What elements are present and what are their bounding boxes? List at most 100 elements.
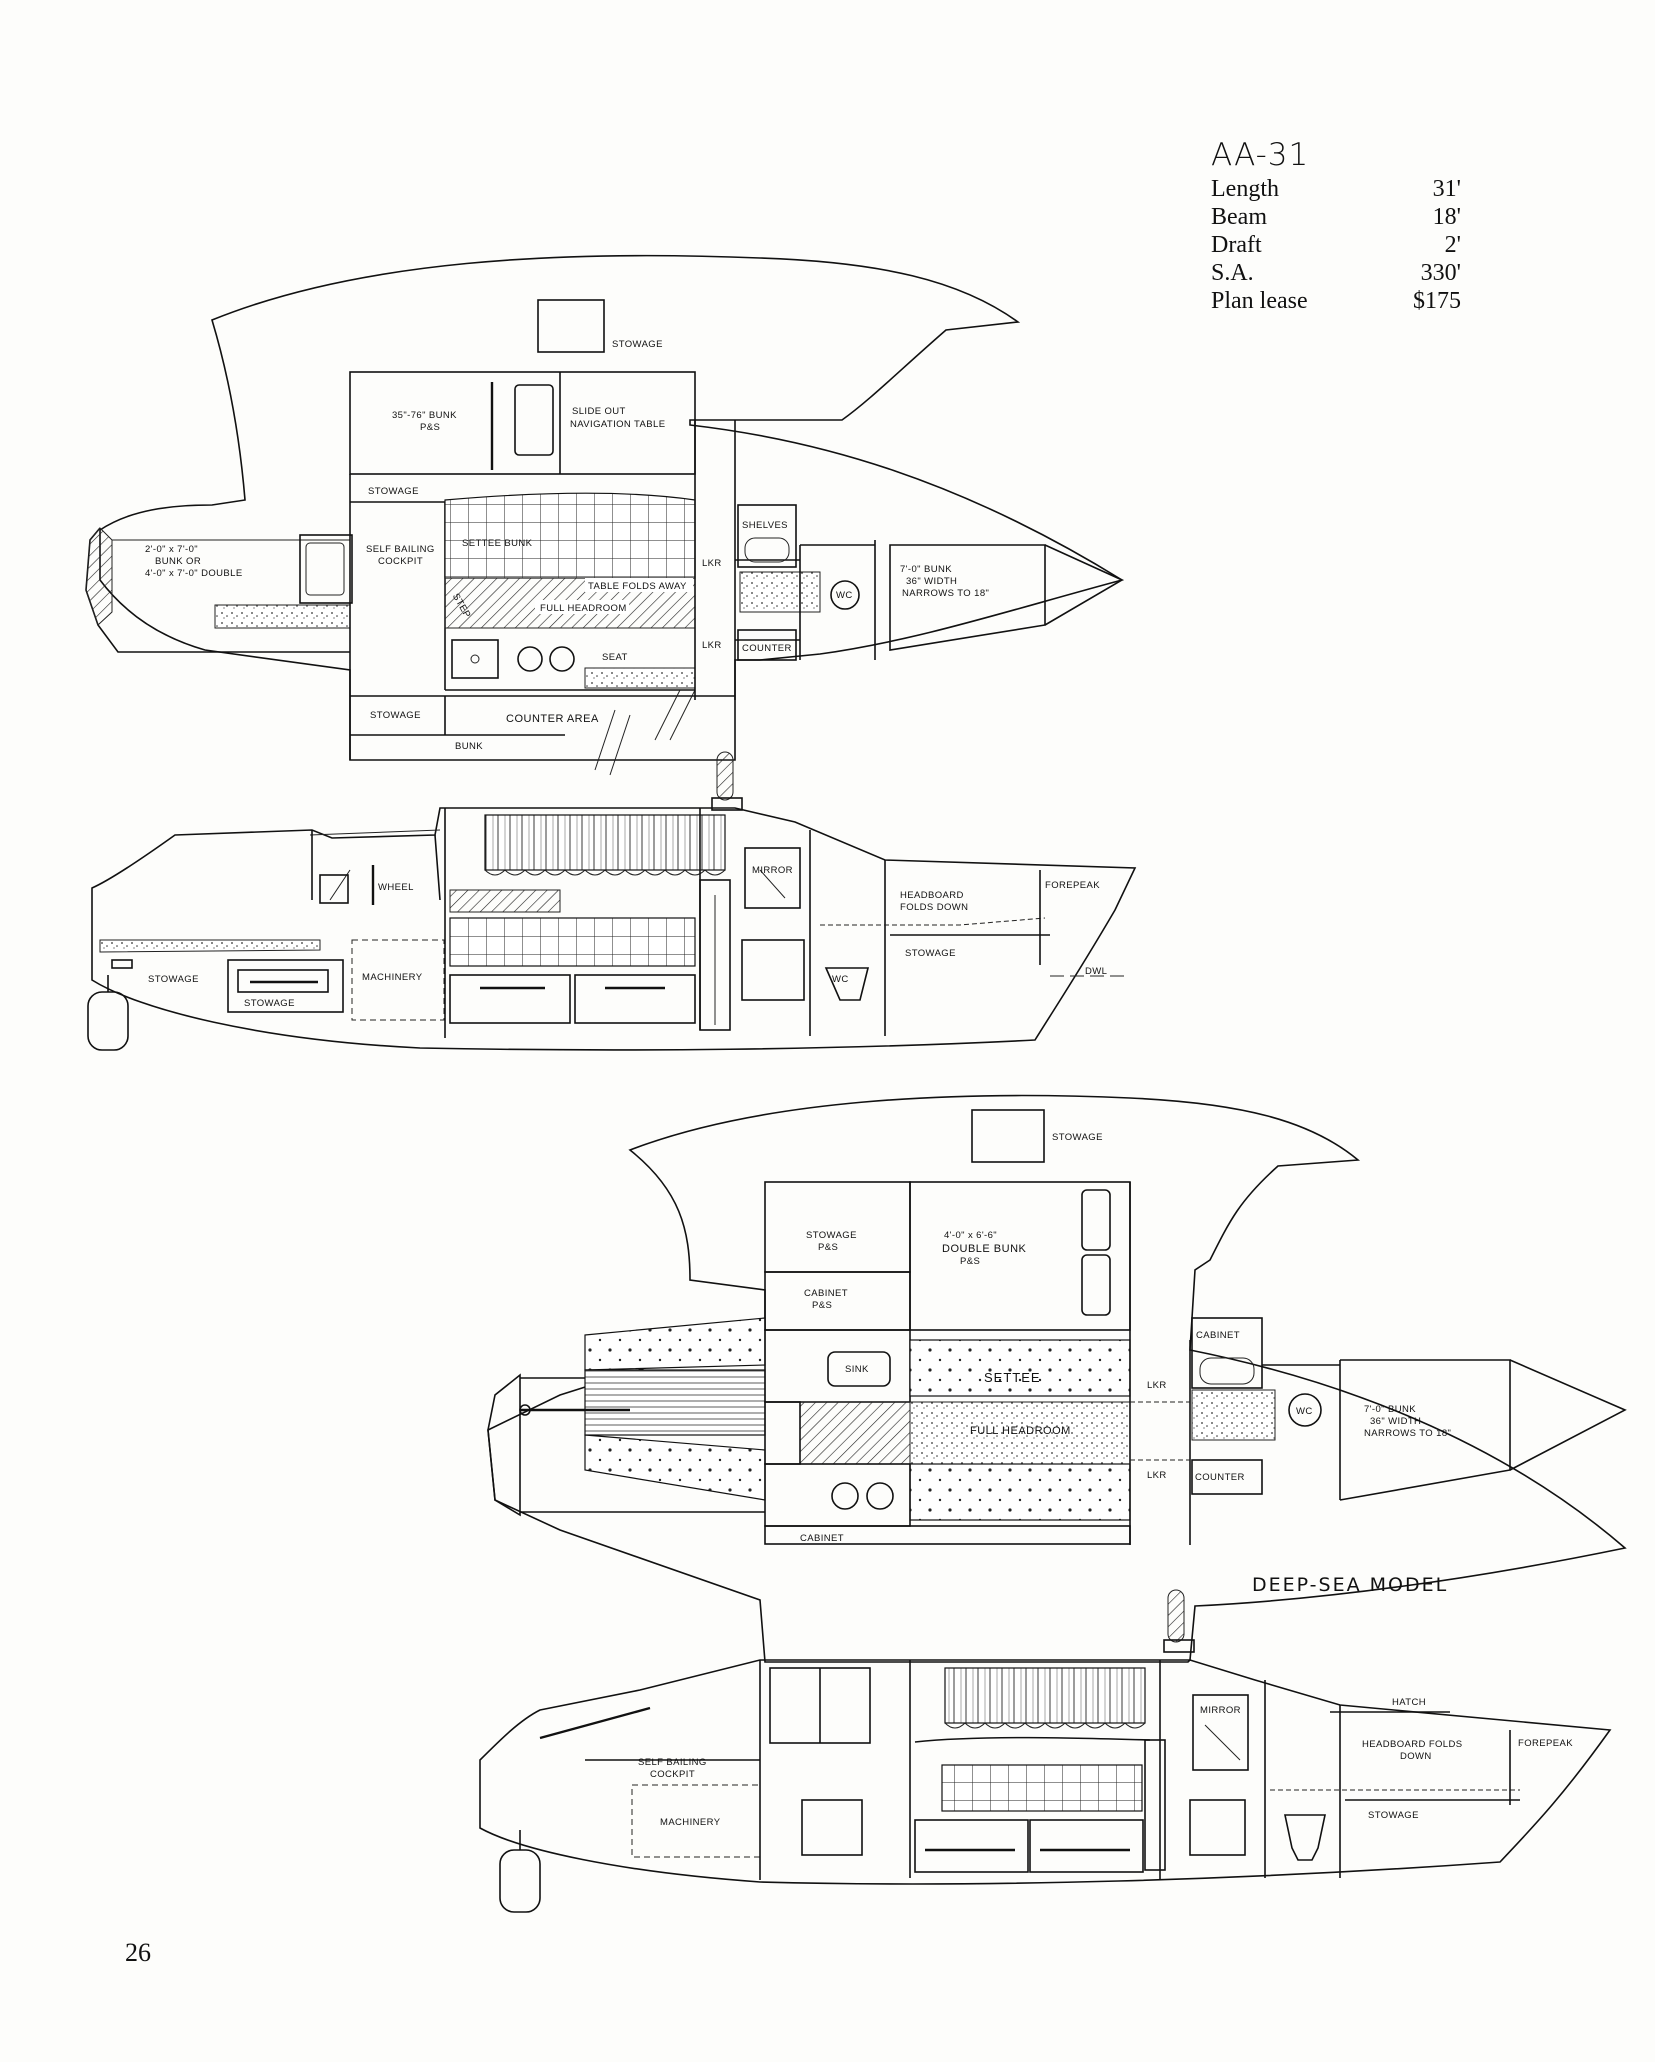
plan1-aft-bunk-label-2: BUNK OR — [155, 556, 201, 567]
plan-view-deep-sea: STOWAGE STOWAGE P&S CABINET P&S 4'-0" x … — [487, 1094, 1627, 1663]
profile1-forepeak-label: FOREPEAK — [1045, 880, 1100, 891]
plan1-wc-label: WC — [836, 590, 853, 601]
plan2-stowage-ps-label-1: STOWAGE — [806, 1230, 857, 1241]
plan1-stowage-hatch — [537, 299, 605, 353]
plan2-fwd-bunk-label-3: NARROWS TO 18" — [1364, 1428, 1451, 1439]
plan2-locker-1-label: LKR — [1147, 1380, 1167, 1391]
plan1-cockpit-label: COCKPIT — [378, 556, 423, 567]
profile1-stowage-fwd-label: STOWAGE — [905, 948, 956, 959]
profile1-drawer-2 — [574, 974, 696, 1024]
plan2-stowage-ps — [764, 1181, 911, 1273]
plan1-nav-table-label: NAVIGATION TABLE — [570, 419, 665, 430]
profile2-rudder — [499, 1849, 541, 1913]
plan2-sink — [827, 1351, 891, 1387]
spec-row-sail-area: S.A.330' — [1211, 260, 1461, 286]
plan2-fwd-bunk-label-2: 36" WIDTH — [1370, 1416, 1421, 1427]
profile-view-standard: WHEEL STOWAGE STOWAGE MACHINERY — [87, 751, 1137, 1051]
plan2-double-label-3: P&S — [960, 1256, 980, 1267]
profile1-machinery-label: MACHINERY — [362, 972, 423, 983]
profile1-dwl-label: DWL — [1085, 966, 1107, 977]
profile2-drawer-1 — [914, 1819, 1029, 1873]
plan1-shelves — [737, 504, 797, 568]
plan2-sink-counter — [764, 1329, 911, 1403]
plan2-counter-top — [1191, 1389, 1276, 1441]
plan2-table — [799, 1401, 911, 1465]
plan1-stowage-left-label: STOWAGE — [368, 486, 419, 497]
plan1-stove-burner-1 — [517, 646, 543, 672]
profile1-stowage-locker — [227, 959, 344, 1013]
profile1-wc — [824, 967, 870, 1001]
plan2-double-label-2: DOUBLE BUNK — [942, 1243, 1027, 1255]
profile1-stowage-aft-label: STOWAGE — [148, 974, 199, 985]
profile1-machinery — [351, 939, 445, 1021]
plan1-counter — [737, 629, 797, 661]
plan2-settee-label: SETTEE — [984, 1370, 1041, 1385]
plan1-fwd-bunk-label-1: 7'-0" BUNK — [900, 564, 952, 575]
plan1-locker-2-label: LKR — [702, 640, 722, 651]
plan1-seat — [584, 667, 696, 689]
profile1-settee-back — [449, 917, 696, 967]
plan1-wc — [830, 580, 860, 610]
plan1-slide-out-label: SLIDE OUT — [572, 406, 626, 417]
plan1-stern — [85, 527, 350, 653]
plan2-counter-label: COUNTER — [1195, 1472, 1245, 1483]
profile1-mirror-label: MIRROR — [752, 865, 793, 876]
profile2-hatch-label: HATCH — [1392, 1697, 1426, 1708]
plan1-stern-hatch — [85, 527, 113, 626]
plan2-wc-label: WC — [1296, 1406, 1313, 1417]
profile2-hull-outline — [479, 1659, 1612, 1885]
plan1-locker-1-label: LKR — [702, 558, 722, 569]
plan2-settee-port — [909, 1339, 1131, 1397]
plan1-hull-outline — [99, 254, 1124, 761]
plan1-bunk-bottom-label: BUNK — [455, 741, 483, 752]
profile1-wc-label: WC — [832, 974, 849, 985]
plan1-settee-bunk — [444, 492, 696, 579]
plan2-full-headroom-label: FULL HEADROOM — [970, 1425, 1071, 1437]
plan2-stowage-hatch — [971, 1109, 1045, 1163]
plan2-cabinet-ps-label-1: CABINET — [804, 1288, 848, 1299]
plan1-fwd-bunk-label-3: NARROWS TO 18" — [902, 588, 989, 599]
plan1-aft-hatch — [299, 534, 353, 604]
plan2-counter — [1191, 1459, 1263, 1495]
plan1-table-folds-label: TABLE FOLDS AWAY — [588, 581, 687, 592]
plan1-stowage-bottom-label: STOWAGE — [370, 710, 421, 721]
plan2-basin — [1199, 1357, 1255, 1385]
profile1-wheel-label: WHEEL — [378, 882, 414, 893]
plan2-wc — [1288, 1393, 1322, 1427]
plan1-full-headroom-label: FULL HEADROOM — [540, 603, 627, 614]
profile1-rudder — [87, 991, 129, 1051]
plan2-cabinet-ps-label-2: P&S — [812, 1300, 832, 1311]
plan2-fwd-bunk — [1339, 1359, 1511, 1501]
plan2-sink-label: SINK — [845, 1364, 869, 1375]
plan1-shelves-label: SHELVES — [742, 520, 788, 531]
plan2-stern — [487, 1373, 521, 1517]
profile2-self-bailing-label-2: COCKPIT — [650, 1769, 695, 1780]
profile2-lower-cabinet — [801, 1799, 863, 1856]
profile1-hull-outline — [91, 807, 1137, 1051]
plan1-fwd-bunk-label-2: 36" WIDTH — [906, 576, 957, 587]
profile1-headboard-label-1: HEADBOARD — [900, 890, 964, 901]
deep-sea-model-title: DEEP-SEA MODEL — [1252, 1574, 1449, 1596]
plan2-galley — [764, 1463, 911, 1527]
model-name: AA-31 — [1211, 137, 1310, 173]
profile2-forepeak-label: FOREPEAK — [1518, 1738, 1573, 1749]
plan2-full-headroom-area — [909, 1401, 1131, 1465]
profile2-curtains — [944, 1667, 1146, 1724]
plan1-settee-label: SETTEE BUNK — [462, 538, 533, 549]
plan2-stowage-ps-label-2: P&S — [818, 1242, 838, 1253]
plan1-aft-counter — [214, 604, 351, 629]
plan2-fwd-bunk-label-1: 7'-0" BUNK — [1364, 1404, 1416, 1415]
profile1-drawer-1 — [449, 974, 571, 1024]
profile2-headboard-label-2: DOWN — [1400, 1751, 1432, 1762]
spec-row-plan-lease: Plan lease$175 — [1211, 288, 1461, 314]
plan1-counter-top — [739, 571, 821, 613]
plan1-bunk-label: 35"-76" BUNK — [392, 410, 457, 421]
plan2-pillow-1 — [1081, 1189, 1111, 1251]
plan2-double-label-1: 4'-0" x 6'-6" — [944, 1230, 997, 1241]
